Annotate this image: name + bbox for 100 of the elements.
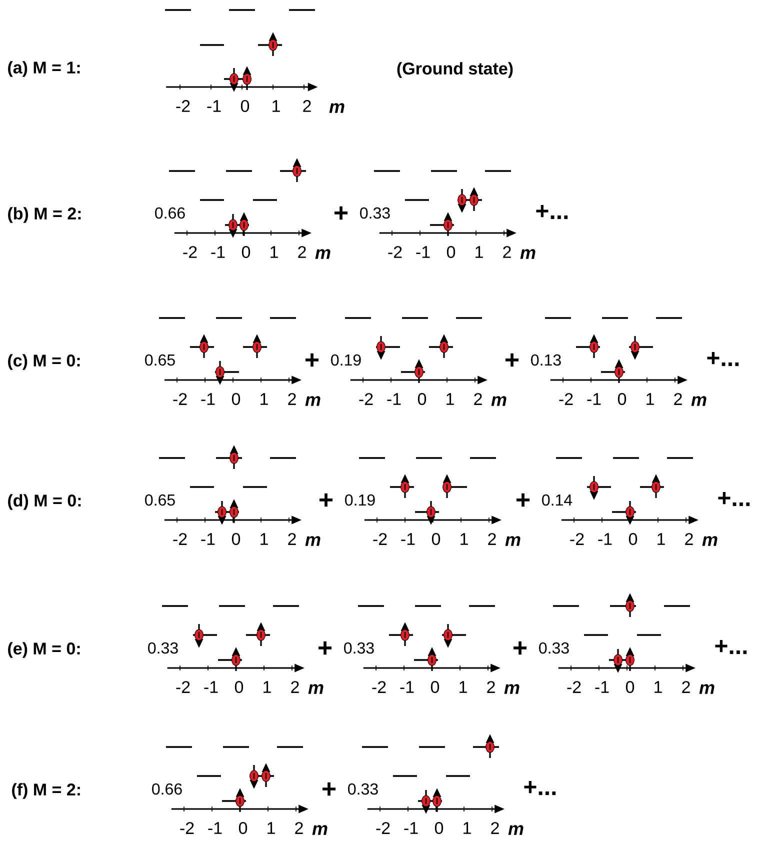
tick-label: 1 — [460, 533, 468, 545]
axis-label: m — [329, 103, 344, 113]
tick-label: -1 — [595, 681, 609, 693]
tick-label: 0 — [432, 532, 440, 546]
tick-label: 0 — [626, 680, 634, 694]
tick-label: 0 — [434, 822, 444, 834]
axis-label: m — [702, 536, 718, 546]
coefficient: 0.65 — [145, 354, 175, 366]
tick-label: 2 — [682, 681, 690, 693]
coefficient: 0.33 — [148, 642, 178, 654]
plus-sign: + — [334, 206, 348, 220]
tick-label: -1 — [211, 246, 225, 258]
tick-label: 0 — [238, 822, 248, 834]
axis-label: m — [504, 684, 520, 694]
tick-label: -2 — [373, 533, 387, 545]
tick-label: -2 — [173, 393, 187, 405]
tick-label: 0 — [232, 392, 240, 406]
tick-label: 1 — [270, 246, 278, 258]
tick-label: 1 — [272, 100, 280, 112]
coefficient: 0.66 — [152, 783, 182, 795]
tick-label: 1 — [646, 393, 654, 405]
row-label: (d) M = 0: — [8, 494, 81, 510]
coefficient: 0.14 — [542, 494, 572, 506]
plus-sign: + — [506, 353, 519, 367]
tick-label: 2 — [487, 681, 495, 693]
tick-label: 2 — [298, 246, 306, 258]
tick-label: -1 — [204, 681, 218, 693]
plus-ellipsis: +... — [718, 492, 750, 506]
tick-label: -2 — [388, 246, 402, 258]
tick-label: 0 — [446, 246, 456, 258]
tick-label: 0 — [418, 392, 426, 406]
plus-sign: + — [516, 493, 530, 507]
tick-label: 0 — [618, 392, 626, 406]
plus-ellipsis: +... — [536, 204, 568, 220]
tick-label: 0 — [628, 532, 638, 546]
tick-label: 2 — [288, 393, 296, 405]
coefficient: 0.19 — [345, 494, 375, 506]
coefficient: 0.33 — [344, 642, 374, 654]
tick-label: 1 — [446, 393, 454, 405]
tick-label: 1 — [460, 681, 467, 693]
tick-label: -2 — [376, 822, 390, 834]
plus-ellipsis: +... — [715, 640, 747, 654]
tick-label: 0 — [240, 100, 250, 112]
tick-label: 2 — [288, 533, 296, 545]
tick-label: -2 — [173, 533, 187, 545]
coefficient: 0.66 — [155, 207, 185, 219]
tick-label: -1 — [400, 681, 414, 693]
tick-label: 2 — [474, 393, 482, 405]
row-label: (c) M = 0: — [8, 354, 80, 370]
tick-label: -2 — [176, 100, 190, 112]
axis-label: m — [312, 825, 328, 835]
tick-label: -2 — [567, 681, 581, 693]
axis-label: m — [491, 396, 506, 406]
axis-label: m — [305, 536, 320, 546]
tick-label: -1 — [401, 533, 415, 545]
axis-label: m — [699, 684, 714, 694]
plus-sign: + — [306, 353, 319, 367]
row-label: (a) M = 1: — [8, 61, 80, 77]
tick-label: -2 — [372, 681, 386, 693]
tick-label: -1 — [201, 533, 215, 545]
tick-label: 2 — [503, 246, 511, 258]
tick-label: -1 — [404, 822, 418, 834]
tick-label: -1 — [598, 533, 612, 545]
tick-label: 2 — [303, 100, 311, 112]
state-label: (Ground state) — [397, 62, 513, 78]
tick-label: 1 — [264, 681, 271, 693]
axis-label: m — [505, 536, 520, 546]
tick-label: 2 — [291, 681, 299, 693]
tick-label: 0 — [232, 532, 240, 546]
row-label: (b) M = 2: — [8, 207, 81, 223]
tick-label: 2 — [488, 533, 496, 545]
tick-label: -2 — [176, 681, 190, 693]
row-label: (e) M = 0: — [8, 642, 80, 658]
axis-label: m — [308, 684, 324, 694]
coefficient: 0.33 — [348, 783, 378, 795]
tick-label: -2 — [570, 533, 584, 545]
axis-label: m — [508, 825, 524, 835]
tick-label: -1 — [201, 393, 215, 405]
tick-label: -2 — [559, 393, 573, 405]
tick-label: 1 — [260, 533, 268, 545]
row-label: (f) M = 2: — [12, 783, 80, 799]
tick-label: 0 — [234, 680, 244, 694]
plus-sign: + — [322, 782, 336, 796]
tick-label: 0 — [430, 680, 440, 694]
axis-label: m — [305, 396, 320, 406]
tick-label: 1 — [476, 246, 483, 258]
plus-sign: + — [320, 493, 333, 507]
tick-label: 1 — [260, 393, 268, 405]
coefficient: 0.13 — [531, 354, 561, 366]
plus-sign: + — [318, 641, 332, 655]
coefficient: 0.19 — [331, 354, 361, 366]
tick-label: 1 — [654, 681, 662, 693]
tick-label: 2 — [685, 533, 693, 545]
tick-label: 1 — [658, 533, 665, 545]
tick-label: 2 — [491, 822, 499, 834]
plus-sign: + — [514, 641, 527, 655]
coefficient: 0.33 — [360, 207, 390, 219]
tick-label: 1 — [268, 822, 275, 834]
tick-label: -1 — [387, 393, 401, 405]
axis-label: m — [691, 396, 706, 406]
